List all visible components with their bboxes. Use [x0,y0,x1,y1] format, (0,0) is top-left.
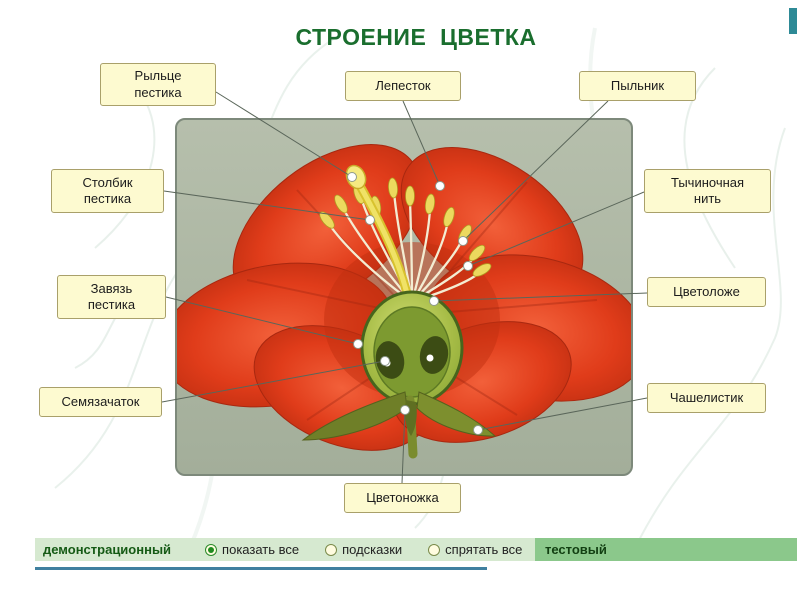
mode-demo-tab[interactable]: демонстрационный [43,542,172,557]
label-anther[interactable]: Пыльник [579,71,696,101]
mode-test-tab[interactable]: тестовый [535,538,797,561]
radio-label: спрятать все [445,542,523,557]
radio-label: показать все [222,542,300,557]
bottom-toolbar: демонстрационный показать все подсказки … [35,538,797,561]
label-receptacle[interactable]: Цветоложе [647,277,766,307]
label-filament[interactable]: Тычиночная нить [644,169,771,213]
radio-label: подсказки [342,542,403,557]
ovule-shape [419,336,449,374]
label-sepal[interactable]: Чашелистик [647,383,766,413]
label-stigma[interactable]: Рыльце пестика [100,63,216,106]
radio-hints[interactable]: подсказки [325,542,402,557]
label-pedicel[interactable]: Цветоножка [344,483,461,513]
flower-illustration [177,144,631,459]
label-ovule[interactable]: Семязачаток [39,387,162,417]
radio-hide-all[interactable]: спрятать все [428,542,522,557]
label-style[interactable]: Столбик пестика [51,169,164,213]
radio-show-all[interactable]: показать все [205,542,299,557]
radio-selected-icon[interactable] [205,543,218,556]
corner-accent [789,8,797,34]
label-petal[interactable]: Лепесток [345,71,461,101]
radio-icon[interactable] [428,543,441,556]
bottom-divider [35,567,487,570]
page-title: СТРОЕНИЕ ЦВЕТКА [295,24,537,50]
ovary-group [360,290,464,406]
label-ovary[interactable]: Завязь пестика [57,275,166,319]
radio-icon[interactable] [325,543,338,556]
diagram-panel [175,118,633,476]
mode-test-label: тестовый [545,542,607,557]
